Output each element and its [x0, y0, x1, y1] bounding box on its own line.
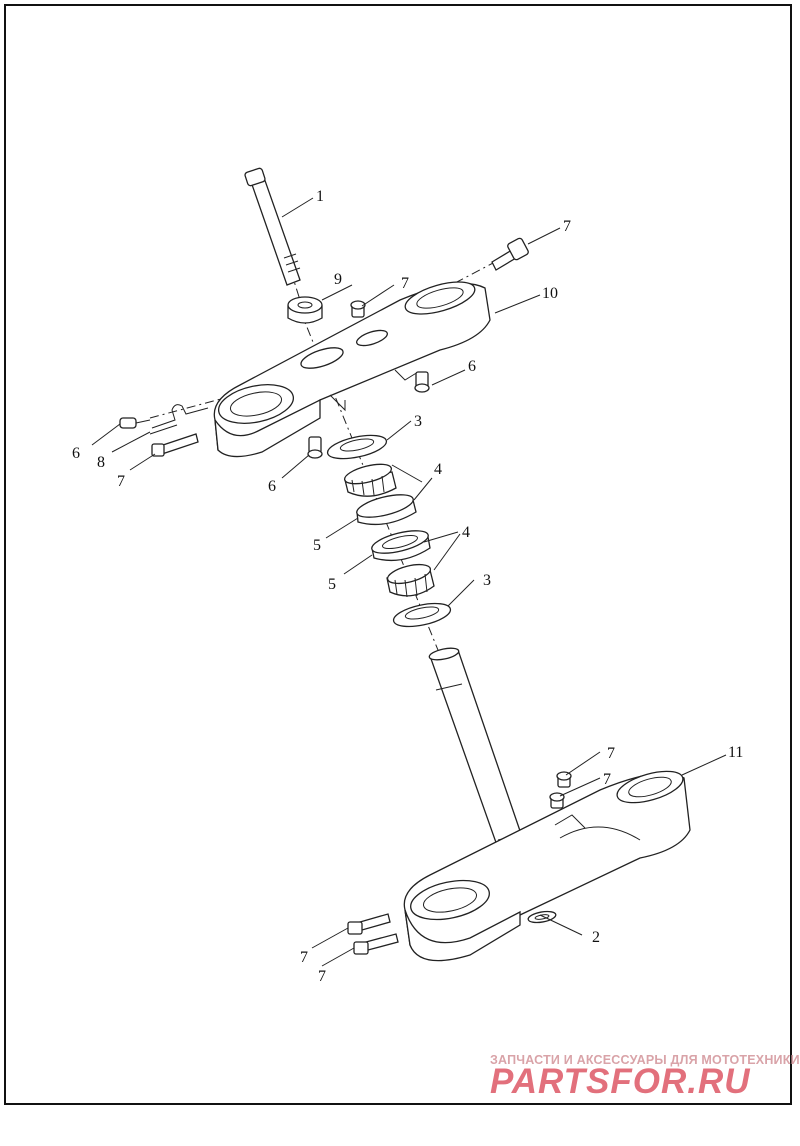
part-bolt	[244, 167, 301, 286]
callout-6-lower: 6	[268, 478, 276, 495]
callout-3-upper: 3	[414, 413, 422, 430]
part-screw-upper-center	[350, 300, 366, 318]
callout-4-upper: 4	[434, 461, 442, 478]
callout-8: 8	[97, 454, 105, 471]
part-bolt-upper-right	[491, 237, 529, 271]
watermark-logo: PARTSFOR.RU	[490, 1062, 751, 1101]
callout-2: 2	[592, 929, 600, 946]
part-cap-nut	[287, 296, 323, 324]
callout-5-upper: 5	[313, 537, 321, 554]
callout-7-upper-center: 7	[401, 275, 409, 292]
leader-lines	[91, 197, 727, 967]
callout-4-lower: 4	[462, 524, 470, 541]
callout-9: 9	[334, 271, 342, 288]
callout-5-lower: 5	[328, 576, 336, 593]
part-screw-lower	[307, 436, 323, 459]
callout-7-left: 7	[117, 473, 125, 490]
part-screw-left	[119, 417, 151, 429]
part-seal-lower	[392, 602, 452, 628]
callout-6-right: 6	[468, 358, 476, 375]
callout-10: 10	[542, 285, 558, 302]
part-bolt-lower-left-2	[353, 933, 399, 955]
callout-11: 11	[728, 744, 743, 761]
part-wire-clip	[149, 404, 209, 435]
callout-6-left: 6	[72, 445, 80, 462]
callout-7-lower-left-1: 7	[300, 949, 308, 966]
axis-line-upper-bolt	[454, 261, 496, 284]
callout-7-lower-left-2: 7	[318, 968, 326, 985]
part-washer	[527, 910, 557, 924]
part-bolt-left	[151, 433, 199, 457]
part-race-upper	[356, 494, 417, 526]
part-lower-triple-tree	[403, 770, 691, 962]
callout-7-lower-tree-1: 7	[607, 745, 615, 762]
axis-line-left	[149, 395, 233, 419]
callout-7-upper-right: 7	[563, 218, 571, 235]
callout-1: 1	[316, 188, 324, 205]
part-screw-lower-tree-2	[549, 792, 565, 809]
watermark-tagline: ЗАПЧАСТИ И АКСЕССУАРЫ ДЛЯ МОТОТЕХНИКИ	[490, 1053, 800, 1067]
callout-7-lower-tree-2: 7	[603, 771, 611, 788]
part-bearing-upper	[343, 463, 397, 497]
part-screw-right	[414, 371, 430, 393]
part-screw-lower-tree-1	[556, 771, 572, 788]
part-bolt-lower-left-1	[347, 913, 391, 935]
callout-3-lower: 3	[483, 572, 491, 589]
part-seal-upper	[326, 434, 388, 460]
part-upper-triple-tree	[213, 281, 491, 458]
diagram-frame	[4, 4, 792, 1105]
part-race-lower	[371, 530, 431, 562]
part-bearing-lower	[386, 563, 435, 598]
